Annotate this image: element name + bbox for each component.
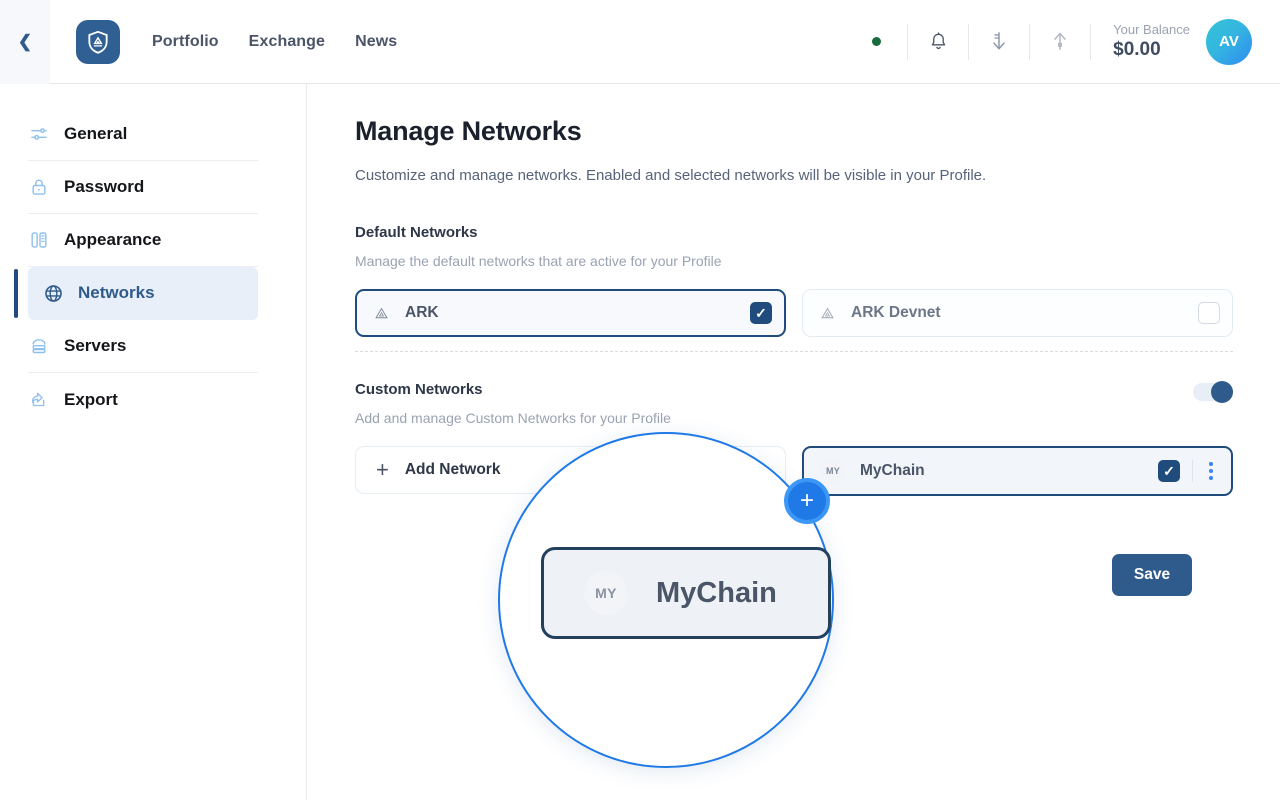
network-card-mychain[interactable]: MY MyChain ✓ [802,446,1233,496]
sidebar-item-export[interactable]: Export [28,373,258,426]
avatar[interactable]: AV [1206,18,1252,65]
receive-arrow-icon[interactable] [969,0,1029,84]
chevron-left-icon: ❮ [17,32,33,51]
export-icon [28,389,50,411]
nav-link-portfolio[interactable]: Portfolio [152,32,219,50]
header-divider [1029,23,1031,60]
custom-networks-toggle[interactable] [1193,381,1233,403]
default-networks-section: Default Networks Manage the default netw… [355,224,1233,337]
network-checkbox-ark[interactable]: ✓ [750,302,772,324]
sidebar-collapse-button[interactable]: ❮ [0,0,50,84]
globe-icon [42,282,64,304]
card-divider [1192,460,1193,482]
sidebar-item-label: Networks [78,283,155,302]
ark-shield-logo[interactable] [76,19,120,64]
network-name: MyChain [860,462,925,479]
nav-link-exchange[interactable]: Exchange [248,32,326,50]
sidebar-item-label: Export [64,389,118,409]
main-navigation: Portfolio Exchange News [152,33,397,51]
ark-triangle-icon [373,304,391,322]
balance-display: Your Balance $0.00 [1091,21,1206,62]
plus-icon[interactable]: + [784,478,830,524]
magnified-network-card-mychain[interactable]: MY MyChain [541,547,831,639]
online-status-dot [871,37,881,46]
header-divider [968,23,970,60]
sidebar-item-networks[interactable]: Networks [14,267,258,320]
sidebar-item-password[interactable]: Password [28,161,258,214]
section-title: Custom Networks [355,381,483,398]
appearance-icon [28,229,50,251]
active-indicator-bar [14,269,18,318]
section-description: Manage the default networks that are act… [355,253,722,269]
network-name: ARK [405,304,439,321]
sidebar-item-general[interactable]: General [28,108,258,161]
add-network-label: Add Network [404,461,501,478]
sliders-icon [28,123,50,145]
section-title: Default Networks [355,224,478,241]
sidebar-item-appearance[interactable]: Appearance [28,214,258,267]
sidebar-item-label: Servers [64,336,127,355]
plus-icon: + [376,457,389,482]
settings-sidebar: General Password Appearance [0,84,307,800]
check-icon: ✓ [1163,463,1175,479]
sidebar-item-servers[interactable]: Servers [28,320,258,373]
check-icon: ✓ [755,305,767,321]
app-header: ❮ Portfolio Exchange News [0,0,1280,84]
header-actions: Your Balance $0.00 AV [845,0,1280,84]
section-divider [355,351,1233,352]
ark-triangle-icon [819,304,837,322]
sidebar-item-label: Password [64,177,145,196]
network-card-ark[interactable]: ARK ✓ [355,289,786,337]
kebab-menu-icon[interactable] [1203,460,1219,482]
balance-value: $0.00 [1113,39,1161,60]
network-card-ark-devnet[interactable]: ARK Devnet [802,289,1233,337]
network-checkbox-ark-devnet[interactable] [1198,302,1220,324]
sidebar-item-label: General [64,124,128,143]
magnified-network-name: MyChain [656,576,777,609]
server-icon [28,335,50,357]
page-title: Manage Networks [355,116,582,146]
nav-link-news[interactable]: News [355,32,398,50]
custom-networks-section: Custom Networks Add and manage Custom Ne… [355,381,1233,496]
magnified-network-avatar: MY [584,571,628,615]
header-divider [1090,23,1092,60]
network-name: ARK Devnet [851,304,941,321]
lock-icon [28,176,50,198]
send-arrow-icon[interactable] [1030,0,1090,84]
bell-icon[interactable] [908,0,968,84]
status-dot-wrapper [845,0,907,84]
header-divider [907,23,909,60]
default-networks-list: ARK ✓ ARK Devnet [355,289,1233,337]
sidebar-item-label: Appearance [64,230,162,249]
toggle-knob [1211,381,1233,403]
network-checkbox-mychain[interactable]: ✓ [1158,460,1180,482]
network-avatar: MY [820,458,846,484]
balance-label: Your Balance [1113,22,1190,37]
page-description: Customize and manage networks. Enabled a… [355,167,987,184]
section-description: Add and manage Custom Networks for your … [355,410,671,426]
save-button[interactable]: Save [1112,554,1192,596]
